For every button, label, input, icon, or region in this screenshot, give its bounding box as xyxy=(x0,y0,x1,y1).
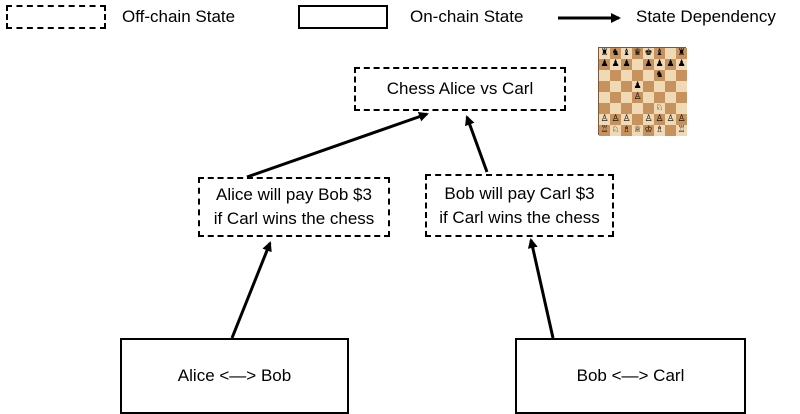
chessboard-square: ♕ xyxy=(632,125,643,136)
legend-off-chain-label: Off-chain State xyxy=(122,7,236,26)
chessboard-square: ♙ xyxy=(676,114,687,125)
chessboard-icon: ♜♞♝♛♚♝♜♟♟♟♟♟♟♟♞♟♙♘♙♙♙♙♙♙♙♖♘♗♕♔♗♖ xyxy=(598,47,687,136)
chessboard-square: ♙ xyxy=(621,114,632,125)
chessboard-square: ♖ xyxy=(676,125,687,136)
chessboard-square: ♟ xyxy=(632,81,643,92)
chessboard-square xyxy=(621,92,632,103)
chessboard-square xyxy=(643,70,654,81)
chessboard-square xyxy=(621,81,632,92)
chessboard-square: ♔ xyxy=(643,125,654,136)
chessboard-square xyxy=(632,59,643,70)
chessboard-square: ♗ xyxy=(654,125,665,136)
bob-pays-carl-node: Bob will pay Carl $3 if Carl wins the ch… xyxy=(425,174,614,237)
chessboard-square: ♙ xyxy=(654,114,665,125)
chessboard-square: ♙ xyxy=(599,114,610,125)
chessboard-square: ♟ xyxy=(643,59,654,70)
chessboard-square: ♘ xyxy=(654,103,665,114)
alice-bob-channel-label: Alice <—> Bob xyxy=(177,366,292,385)
chessboard-square xyxy=(621,103,632,114)
legend-off-chain-swatch xyxy=(6,5,106,29)
chessboard-square xyxy=(676,103,687,114)
bob-carl-channel-label: Bob <—> Carl xyxy=(576,366,685,385)
chessboard-square: ♛ xyxy=(632,48,643,59)
chessboard-square: ♟ xyxy=(654,59,665,70)
chess-game-label: Chess Alice vs Carl xyxy=(386,79,534,98)
chessboard-square: ♜ xyxy=(676,48,687,59)
arrow-alice-pays-to-chess xyxy=(246,111,429,179)
chessboard-square: ♟ xyxy=(676,59,687,70)
chessboard-square: ♜ xyxy=(599,48,610,59)
chessboard-square xyxy=(654,81,665,92)
chessboard-square xyxy=(610,81,621,92)
bob-pays-line1: Bob will pay Carl $3 xyxy=(444,183,595,203)
chessboard-square xyxy=(643,81,654,92)
alice-pays-line2: if Carl wins the chess xyxy=(213,209,375,228)
chessboard-square: ♞ xyxy=(654,70,665,81)
chessboard-square xyxy=(621,70,632,81)
chessboard-square xyxy=(676,70,687,81)
alice-pays-bob-node: Alice will pay Bob $3 if Carl wins the c… xyxy=(198,177,390,237)
chessboard-square: ♞ xyxy=(610,48,621,59)
legend-on-chain-label: On-chain State xyxy=(410,7,524,26)
arrow-bob-carl-to-bob-pays xyxy=(527,238,555,339)
chessboard-square xyxy=(643,103,654,114)
chessboard-square xyxy=(676,81,687,92)
chessboard-square xyxy=(676,92,687,103)
chessboard-square: ♟ xyxy=(599,59,610,70)
chessboard-square: ♚ xyxy=(643,48,654,59)
chessboard-square: ♟ xyxy=(621,59,632,70)
chessboard-square: ♙ xyxy=(665,114,676,125)
chessboard-square: ♙ xyxy=(632,92,643,103)
chessboard-square xyxy=(632,103,643,114)
legend-dependency-label: State Dependency xyxy=(636,7,776,26)
chessboard-square xyxy=(665,48,676,59)
chessboard-square xyxy=(665,70,676,81)
chess-game-node: Chess Alice vs Carl xyxy=(354,67,566,111)
chessboard-square: ♟ xyxy=(665,59,676,70)
chessboard-square: ♝ xyxy=(654,48,665,59)
chessboard-square: ♙ xyxy=(610,114,621,125)
chessboard-square: ♘ xyxy=(610,125,621,136)
chessboard-square xyxy=(610,92,621,103)
bob-carl-channel-node: Bob <—> Carl xyxy=(515,338,746,414)
chessboard-square xyxy=(654,92,665,103)
chessboard-square xyxy=(665,125,676,136)
chessboard-square: ♟ xyxy=(610,59,621,70)
chessboard-square xyxy=(643,92,654,103)
chessboard-square xyxy=(599,70,610,81)
alice-bob-channel-node: Alice <—> Bob xyxy=(120,338,349,414)
bob-pays-line2: if Carl wins the chess xyxy=(439,207,600,227)
chessboard-square xyxy=(665,81,676,92)
chessboard-square xyxy=(599,103,610,114)
chessboard-square xyxy=(632,70,643,81)
chessboard-square xyxy=(665,103,676,114)
alice-pays-line1: Alice will pay Bob $3 xyxy=(216,185,372,204)
chessboard-square xyxy=(610,70,621,81)
chessboard-square xyxy=(599,92,610,103)
chessboard-square xyxy=(632,114,643,125)
arrow-alice-bob-to-alice-pays xyxy=(230,241,272,339)
legend-on-chain-swatch xyxy=(298,5,388,29)
chessboard-square: ♖ xyxy=(599,125,610,136)
arrow-bob-pays-to-chess xyxy=(465,115,489,173)
chessboard-square xyxy=(665,92,676,103)
chessboard-square: ♝ xyxy=(621,48,632,59)
chessboard-square: ♙ xyxy=(643,114,654,125)
chessboard-square xyxy=(610,103,621,114)
chessboard-square xyxy=(599,81,610,92)
chessboard-square: ♗ xyxy=(621,125,632,136)
